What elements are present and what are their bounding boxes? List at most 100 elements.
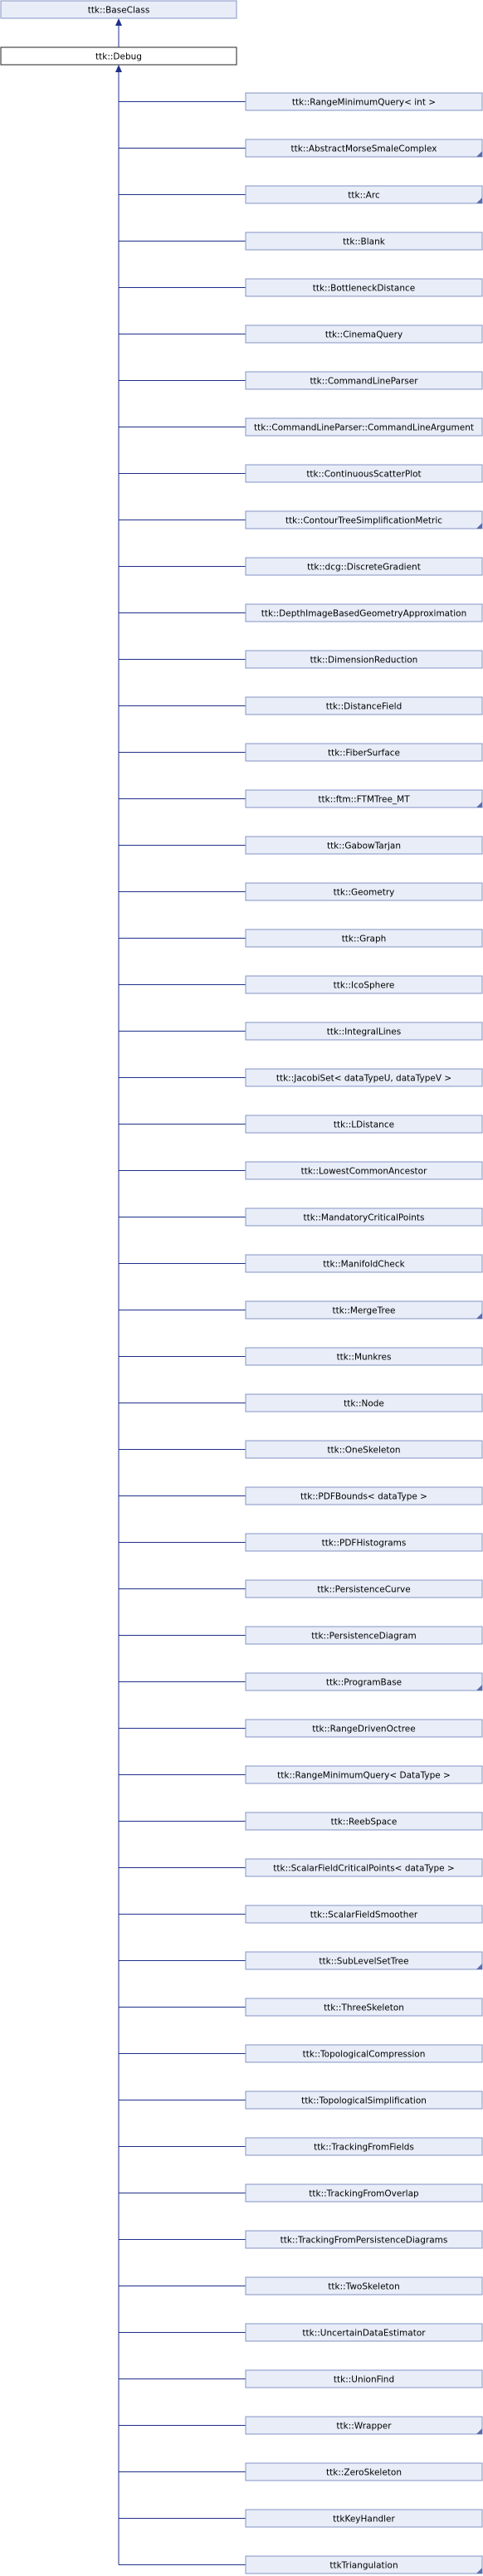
derived-class-node[interactable]: ttk::Munkres: [245, 1347, 483, 1366]
derived-class-node[interactable]: ttk::Arc: [245, 185, 483, 204]
derived-class-label: ttk::TrackingFromOverlap: [309, 2189, 419, 2199]
derived-class-node[interactable]: ttk::ZeroSkeleton: [245, 2462, 483, 2481]
derived-class-node[interactable]: ttk::ftm::FTMTree_MT: [245, 789, 483, 808]
derived-class-node[interactable]: ttk::CommandLineParser: [245, 371, 483, 390]
derived-class-node[interactable]: ttk::ScalarFieldSmoother: [245, 1905, 483, 1924]
derived-class-node[interactable]: ttk::UnionFind: [245, 2369, 483, 2388]
derived-class-node[interactable]: ttk::DistanceField: [245, 696, 483, 715]
derived-class-label: ttk::JacobiSet< dataTypeU, dataTypeV >: [276, 1074, 451, 1084]
current-class-node: ttk::Debug: [0, 46, 237, 66]
derived-class-node[interactable]: ttk::Node: [245, 1393, 483, 1412]
derived-class-label: ttk::Node: [344, 1399, 384, 1409]
derived-class-node[interactable]: ttk::RangeDrivenOctree: [245, 1719, 483, 1738]
derived-class-node[interactable]: ttk::ManifoldCheck: [245, 1254, 483, 1273]
derived-class-node[interactable]: ttk::IcoSphere: [245, 975, 483, 994]
derived-class-label: ttk::PDFHistograms: [322, 1539, 407, 1549]
derived-class-label: ttk::PDFBounds< dataType >: [300, 1492, 427, 1502]
derived-class-node[interactable]: ttk::Geometry: [245, 882, 483, 901]
derived-class-label: ttk::TopologicalSimplification: [301, 2096, 427, 2106]
more-subclasses-icon: [476, 1685, 482, 1690]
more-subclasses-icon: [476, 151, 482, 157]
base-class-label: ttk::BaseClass: [88, 6, 150, 16]
derived-class-node[interactable]: ttk::CommandLineParser::CommandLineArgum…: [245, 417, 483, 437]
derived-class-label: ttk::RangeMinimumQuery< int >: [292, 98, 436, 108]
derived-class-label: ttk::OneSkeleton: [327, 1446, 400, 1456]
derived-class-label: ttk::RangeDrivenOctree: [312, 1725, 415, 1734]
derived-class-node[interactable]: ttk::JacobiSet< dataTypeU, dataTypeV >: [245, 1068, 483, 1087]
derived-class-label: ttk::DistanceField: [326, 702, 402, 712]
derived-class-label: ttk::ContourTreeSimplificationMetric: [285, 516, 442, 526]
derived-class-node[interactable]: ttk::PDFBounds< dataType >: [245, 1486, 483, 1505]
derived-class-label: ttk::TrackingFromPersistenceDiagrams: [281, 2236, 448, 2246]
derived-class-node[interactable]: ttk::AbstractMorseSmaleComplex: [245, 139, 483, 158]
derived-class-node[interactable]: ttk::ThreeSkeleton: [245, 1998, 483, 2017]
derived-class-node[interactable]: ttk::TwoSkeleton: [245, 2276, 483, 2295]
derived-class-node[interactable]: ttk::GabowTarjan: [245, 836, 483, 855]
derived-class-label: ttk::DepthImageBasedGeometryApproximatio…: [261, 609, 466, 619]
derived-class-node[interactable]: ttk::OneSkeleton: [245, 1440, 483, 1459]
derived-class-node[interactable]: ttk::RangeMinimumQuery< DataType >: [245, 1765, 483, 1784]
more-subclasses-icon: [476, 2428, 482, 2434]
derived-class-label: ttk::LowestCommonAncestor: [301, 1167, 427, 1177]
derived-class-label: ttk::TopologicalCompression: [303, 2050, 426, 2060]
derived-class-label: ttk::Blank: [343, 237, 386, 247]
derived-class-label: ttk::TrackingFromFields: [314, 2143, 414, 2153]
derived-class-node[interactable]: ttk::RangeMinimumQuery< int >: [245, 92, 483, 111]
derived-class-node[interactable]: ttk::TopologicalSimplification: [245, 2091, 483, 2110]
derived-class-node[interactable]: ttk::PDFHistograms: [245, 1533, 483, 1552]
derived-class-label: ttk::PersistenceCurve: [317, 1585, 410, 1595]
derived-class-label: ttk::ftm::FTMTree_MT: [318, 795, 410, 805]
more-subclasses-icon: [476, 198, 482, 203]
derived-class-label: ttk::ScalarFieldCriticalPoints< dataType…: [273, 1864, 454, 1874]
derived-class-node[interactable]: ttk::MergeTree: [245, 1300, 483, 1320]
derived-class-label: ttk::PersistenceDiagram: [311, 1632, 417, 1642]
derived-class-node[interactable]: ttk::ContinuousScatterPlot: [245, 464, 483, 483]
derived-class-label: ttkKeyHandler: [333, 2515, 395, 2525]
derived-class-node[interactable]: ttk::ScalarFieldCriticalPoints< dataType…: [245, 1858, 483, 1877]
derived-class-node[interactable]: ttk::MandatoryCriticalPoints: [245, 1208, 483, 1227]
derived-class-node[interactable]: ttk::TopologicalCompression: [245, 2044, 483, 2063]
derived-class-node[interactable]: ttk::ReebSpace: [245, 1812, 483, 1831]
derived-class-label: ttk::RangeMinimumQuery< DataType >: [277, 1771, 451, 1781]
derived-class-node[interactable]: ttkTriangulation: [245, 2555, 483, 2574]
current-class-label: ttk::Debug: [95, 52, 142, 62]
derived-class-node[interactable]: ttk::DimensionReduction: [245, 650, 483, 669]
derived-class-node[interactable]: ttk::TrackingFromOverlap: [245, 2183, 483, 2203]
derived-class-label: ttk::IcoSphere: [334, 981, 395, 991]
derived-class-label: ttk::ContinuousScatterPlot: [306, 470, 421, 480]
derived-class-node[interactable]: ttk::LDistance: [245, 1115, 483, 1134]
derived-class-node[interactable]: ttk::ProgramBase: [245, 1672, 483, 1691]
derived-class-label: ttkTriangulation: [329, 2561, 398, 2571]
derived-class-node[interactable]: ttk::FiberSurface: [245, 743, 483, 762]
derived-class-node[interactable]: ttk::Graph: [245, 929, 483, 948]
derived-class-node[interactable]: ttk::ContourTreeSimplificationMetric: [245, 510, 483, 529]
derived-class-node[interactable]: ttk::BottleneckDistance: [245, 278, 483, 297]
derived-class-node[interactable]: ttkKeyHandler: [245, 2509, 483, 2528]
derived-class-label: ttk::ManifoldCheck: [323, 1260, 405, 1270]
derived-class-label: ttk::IntegralLines: [327, 1027, 401, 1037]
derived-class-node[interactable]: ttk::Blank: [245, 232, 483, 251]
derived-class-node[interactable]: ttk::PersistenceCurve: [245, 1579, 483, 1598]
derived-class-node[interactable]: ttk::UncertainDataEstimator: [245, 2323, 483, 2342]
derived-class-node[interactable]: ttk::Wrapper: [245, 2416, 483, 2435]
base-class-node[interactable]: ttk::BaseClass: [0, 0, 237, 19]
derived-class-node[interactable]: ttk::SubLevelSetTree: [245, 1951, 483, 1970]
derived-class-node[interactable]: ttk::IntegralLines: [245, 1022, 483, 1041]
derived-class-label: ttk::BottleneckDistance: [313, 284, 416, 294]
derived-class-label: ttk::DimensionReduction: [310, 656, 418, 666]
derived-class-node[interactable]: ttk::LowestCommonAncestor: [245, 1161, 483, 1180]
derived-class-label: ttk::GabowTarjan: [327, 842, 401, 851]
derived-class-label: ttk::Geometry: [334, 888, 395, 898]
derived-class-node[interactable]: ttk::CinemaQuery: [245, 324, 483, 344]
derived-class-node[interactable]: ttk::dcg::DiscreteGradient: [245, 557, 483, 576]
derived-class-label: ttk::FiberSurface: [328, 749, 400, 759]
derived-class-node[interactable]: ttk::TrackingFromFields: [245, 2137, 483, 2156]
derived-class-label: ttk::AbstractMorseSmaleComplex: [291, 144, 437, 154]
derived-class-node[interactable]: ttk::DepthImageBasedGeometryApproximatio…: [245, 603, 483, 622]
derived-class-label: ttk::TwoSkeleton: [328, 2282, 399, 2292]
more-subclasses-icon: [476, 1964, 482, 1969]
more-subclasses-icon: [476, 802, 482, 807]
derived-class-node[interactable]: ttk::PersistenceDiagram: [245, 1626, 483, 1645]
derived-class-node[interactable]: ttk::TrackingFromPersistenceDiagrams: [245, 2230, 483, 2249]
